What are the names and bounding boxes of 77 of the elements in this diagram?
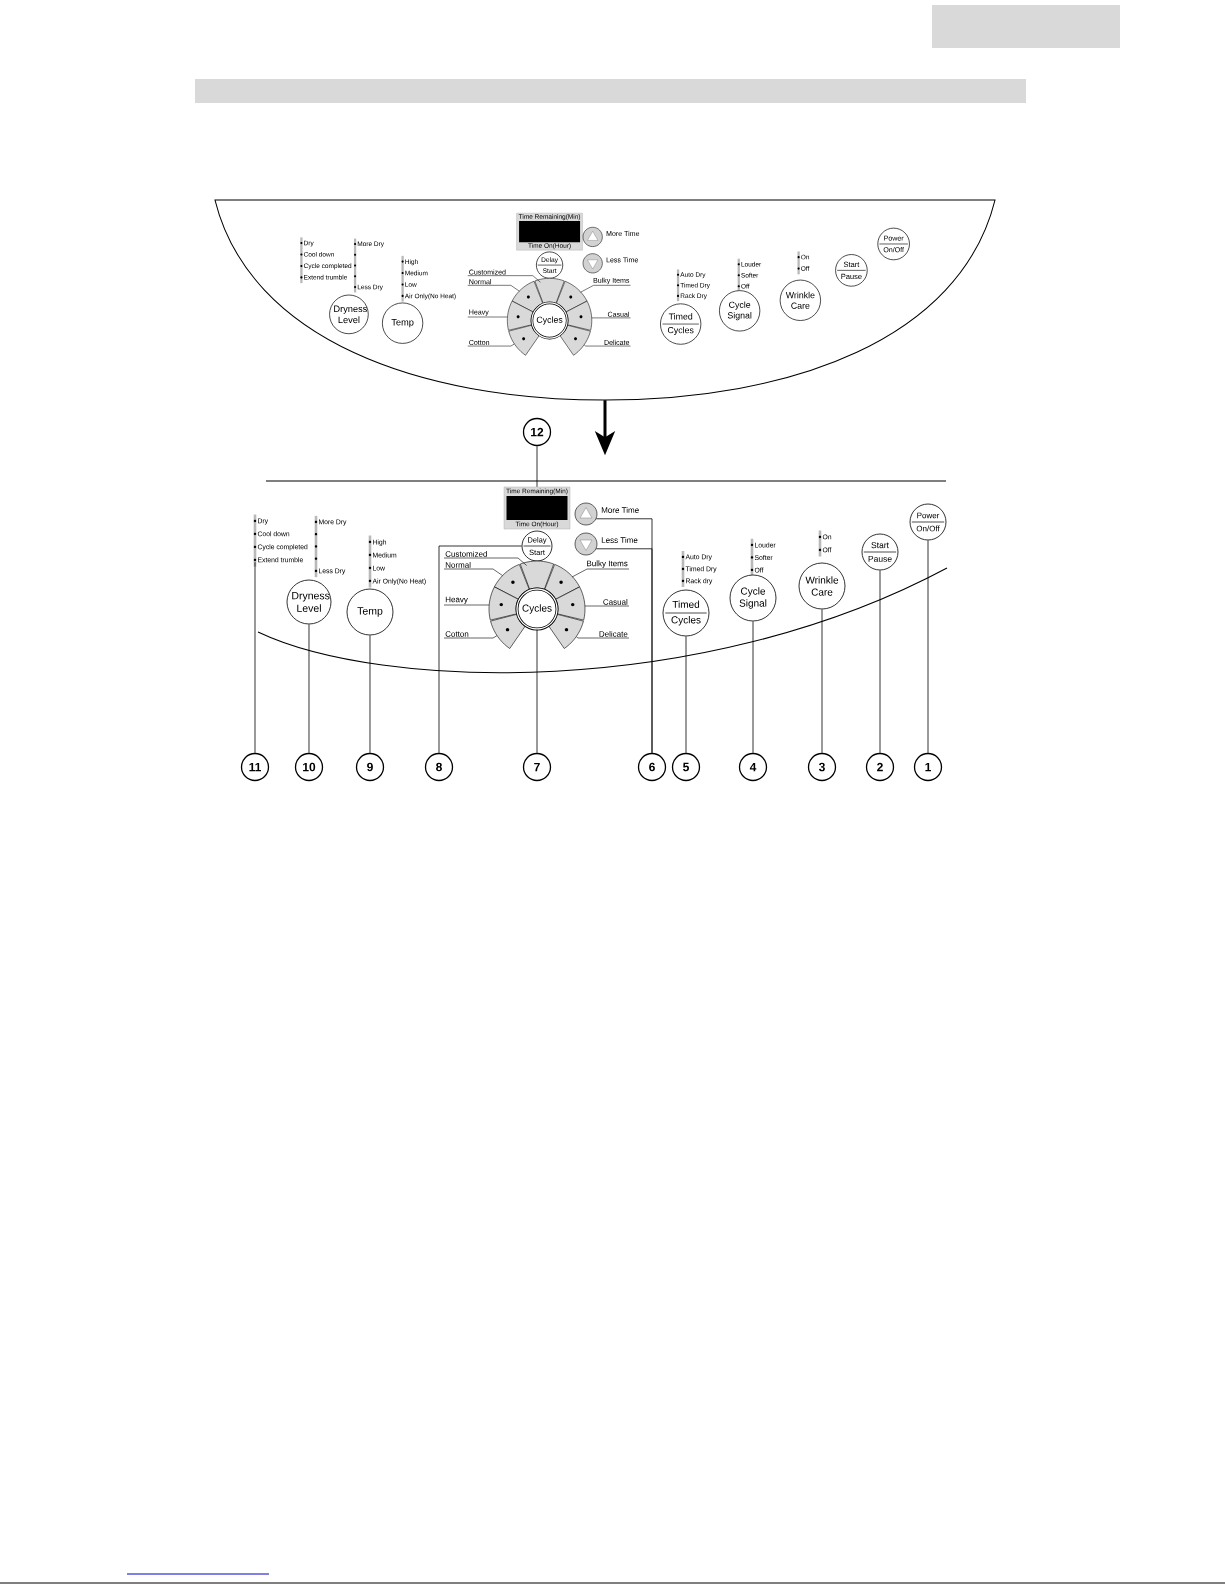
button-label: More Time xyxy=(601,507,639,513)
dial-segment xyxy=(490,614,526,649)
round-button: Temp xyxy=(346,588,394,636)
dial-segment xyxy=(555,586,586,621)
callout-number: 9 xyxy=(355,752,385,782)
callout-number: 10 xyxy=(294,752,324,782)
callout-number: 1 xyxy=(913,752,943,782)
dial-segment xyxy=(494,564,530,600)
dial-segment xyxy=(565,300,593,331)
leader-line xyxy=(308,624,310,754)
round-button: Cycle Signal xyxy=(719,290,761,332)
dial-segment xyxy=(559,324,591,356)
section-bar xyxy=(195,79,1026,103)
dial-segment xyxy=(548,614,584,649)
round-button: Power On/Off xyxy=(909,503,947,541)
callout-number: 3 xyxy=(807,752,837,782)
control-panel xyxy=(214,199,996,401)
callout-number: 8 xyxy=(424,752,454,782)
dial-segment xyxy=(488,586,519,621)
round-button: Cycle Signal xyxy=(729,574,777,622)
round-button: Wrinkle Care xyxy=(779,279,821,321)
round-button: Dryness Level xyxy=(329,294,369,335)
round-button: Timed Cycles xyxy=(660,303,702,345)
callout-number: 11 xyxy=(240,752,270,782)
leader-line xyxy=(254,561,256,754)
leader-line xyxy=(576,636,630,639)
leader-line xyxy=(438,545,522,754)
round-button: Cycles xyxy=(530,301,569,340)
cycle-label: Customized xyxy=(445,550,487,557)
round-button: Timed Cycles xyxy=(662,589,710,637)
header-tab xyxy=(932,5,1120,48)
dial-segment xyxy=(519,560,555,590)
leader-line xyxy=(467,343,515,347)
cycle-label: Casual xyxy=(603,598,628,605)
leader-line xyxy=(879,570,881,754)
leader-line xyxy=(591,317,631,319)
leader-line xyxy=(536,629,538,754)
button-label: Less Time xyxy=(601,537,638,543)
round-button: Wrinkle Care xyxy=(798,562,846,610)
callout-number: 12 xyxy=(522,417,552,447)
round-button: Start Pause xyxy=(861,533,899,571)
leader-line xyxy=(583,344,631,347)
leader-line xyxy=(536,445,538,488)
leader-line xyxy=(927,540,929,754)
cycle-label: Cotton xyxy=(445,631,469,637)
leader-line xyxy=(685,636,687,754)
dial-segment xyxy=(544,564,580,600)
callout-number: 2 xyxy=(865,752,895,782)
cycle-label: Bulky Items xyxy=(587,560,628,568)
leader-line xyxy=(467,285,520,292)
leader-line xyxy=(821,609,823,754)
leader-line xyxy=(443,635,498,639)
round-button: Temp xyxy=(382,302,424,344)
leader-line xyxy=(580,285,631,293)
leader-line xyxy=(752,621,754,754)
callout-number: 6 xyxy=(637,752,667,782)
cycle-label: Normal xyxy=(445,561,471,568)
leader-line xyxy=(443,568,503,576)
round-button: Cycles xyxy=(515,587,559,631)
round-button: Dryness Level xyxy=(286,579,332,625)
callout-number: 7 xyxy=(522,752,552,782)
leader-line xyxy=(584,605,630,607)
leader-line xyxy=(369,635,371,754)
leader-line xyxy=(443,604,490,606)
cycle-label: Heavy xyxy=(445,596,468,604)
callout-number: 4 xyxy=(738,752,768,782)
cycle-label: Delicate xyxy=(599,630,628,637)
callout-number: 5 xyxy=(671,752,701,782)
leader-line xyxy=(467,316,508,318)
dial-segment xyxy=(511,281,544,313)
leader-line xyxy=(443,557,527,566)
dial-segment xyxy=(508,324,540,356)
dial-segment xyxy=(556,281,588,313)
leader-line xyxy=(467,275,541,283)
dial-segment xyxy=(534,278,565,304)
leader-line xyxy=(571,568,630,578)
dial-segment xyxy=(507,300,534,331)
